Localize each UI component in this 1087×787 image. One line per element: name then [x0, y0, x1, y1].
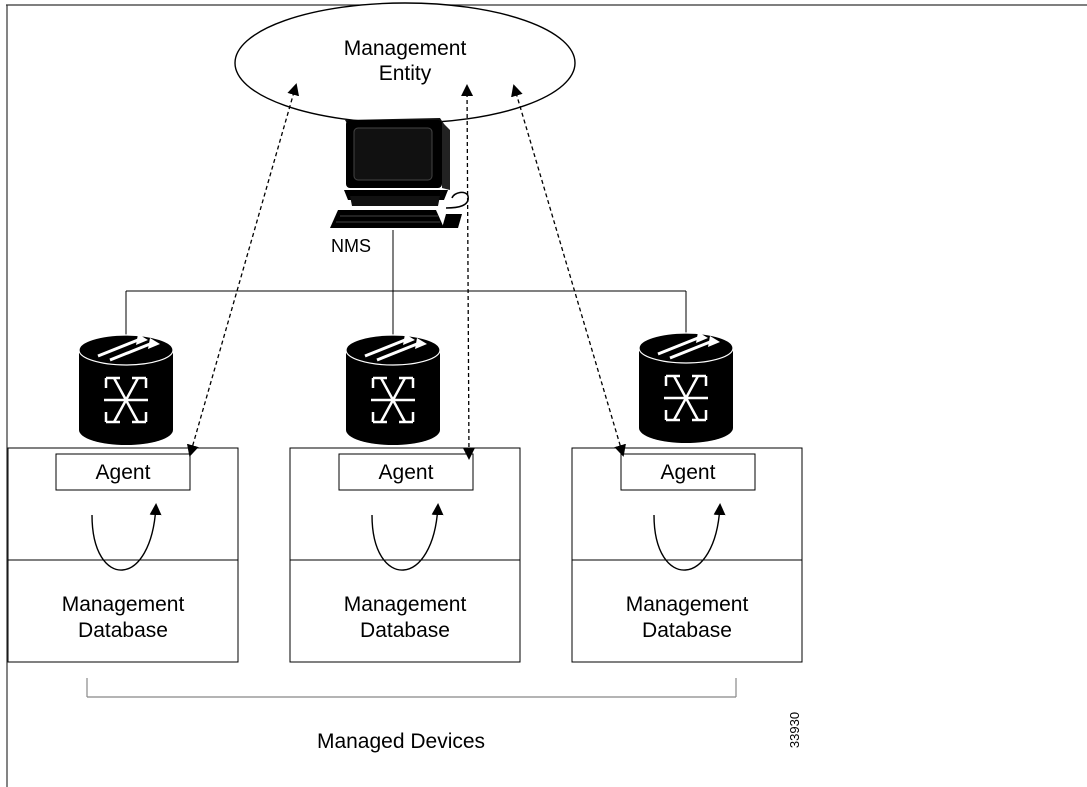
- managed-device-2: Agent Management Database: [289, 447, 521, 663]
- agent-label-2: Agent: [379, 461, 434, 484]
- dashed-arrow-3: [511, 84, 626, 457]
- router-icon: [78, 334, 174, 445]
- nms-label: NMS: [331, 236, 371, 256]
- dashed-arrow-2: [461, 84, 475, 460]
- agent-label-3: Agent: [661, 461, 716, 484]
- loop-arrow-1: [91, 503, 162, 571]
- management-entity-line1: Management: [344, 37, 467, 60]
- agent-box-2: [338, 453, 474, 491]
- management-entity: Management Entity: [234, 2, 576, 124]
- db-label-1-line2: Database: [78, 619, 168, 642]
- management-entity-line2: Entity: [379, 62, 432, 85]
- loop-arrow-2: [371, 503, 444, 571]
- db-label-1-line1: Management: [62, 593, 185, 616]
- nms-workstation-icon: [330, 118, 469, 228]
- db-label-3-line2: Database: [642, 619, 732, 642]
- loop-arrow-3: [653, 503, 726, 571]
- router-icon: [345, 334, 441, 445]
- agent-label-1: Agent: [96, 461, 151, 484]
- db-label-3-line1: Management: [626, 593, 749, 616]
- dashed-arrow-1: [186, 83, 300, 457]
- managed-devices-label: Managed Devices: [317, 730, 485, 753]
- db-label-2-line1: Management: [344, 593, 467, 616]
- managed-device-1: Agent Management Database: [7, 447, 239, 663]
- figure-id: 33930: [787, 712, 802, 748]
- db-label-2-line2: Database: [360, 619, 450, 642]
- agent-box-3: [620, 453, 756, 491]
- figure-frame: [6, 4, 1087, 787]
- managed-device-3: Agent Management Database: [571, 447, 803, 663]
- snmp-communication-arrows: [186, 83, 626, 460]
- agent-box-1: [55, 453, 191, 491]
- router-icon: [638, 332, 734, 443]
- managed-devices-bracket: [86, 678, 737, 698]
- network-links: [125, 230, 687, 345]
